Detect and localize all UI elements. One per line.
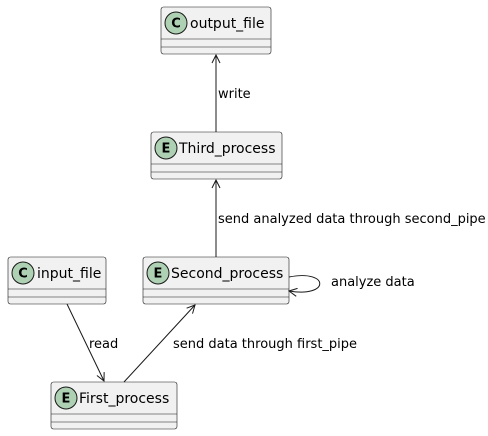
enum-stereotype-icon (146, 261, 170, 285)
class-name: First_process (79, 391, 169, 407)
edge-self-loop (289, 275, 320, 293)
edge-label-send-second-pipe: send analyzed data through second_pipe (218, 212, 486, 227)
stereotype-letter: C (18, 267, 28, 282)
stereotype-letter: C (171, 17, 181, 32)
edge-label-analyze: analyze data (331, 275, 415, 290)
edge-second-pipe: send analyzed data through second_pipe (216, 180, 486, 257)
edge-first-pipe: send data through first_pipe (123, 305, 357, 383)
stereotype-letter: E (62, 392, 71, 407)
class-name: Third_process (178, 141, 276, 157)
class-output-file[interactable]: C output_file (160, 6, 272, 55)
edge-write: write (216, 55, 251, 132)
edge-label-write: write (218, 87, 251, 102)
class-stereotype-icon (11, 261, 35, 285)
class-second-process[interactable]: E Second_process (142, 256, 290, 305)
edge-read: read (66, 303, 118, 381)
class-name: output_file (190, 16, 265, 32)
edge-label-send-first-pipe: send data through first_pipe (173, 337, 357, 352)
enum-stereotype-icon (154, 136, 178, 160)
stereotype-letter: E (162, 142, 171, 157)
class-input-file[interactable]: C input_file (7, 256, 107, 305)
edge-line (123, 305, 195, 383)
class-stereotype-icon (164, 11, 188, 35)
edge-analyze: analyze data (289, 275, 415, 292)
class-name: input_file (37, 266, 101, 282)
class-first-process[interactable]: E First_process (50, 381, 178, 430)
class-third-process[interactable]: E Third_process (150, 131, 283, 180)
edge-label-read: read (89, 337, 118, 352)
stereotype-letter: E (154, 267, 163, 282)
edge-line (66, 303, 104, 381)
class-name: Second_process (171, 266, 283, 282)
enum-stereotype-icon (54, 386, 78, 410)
